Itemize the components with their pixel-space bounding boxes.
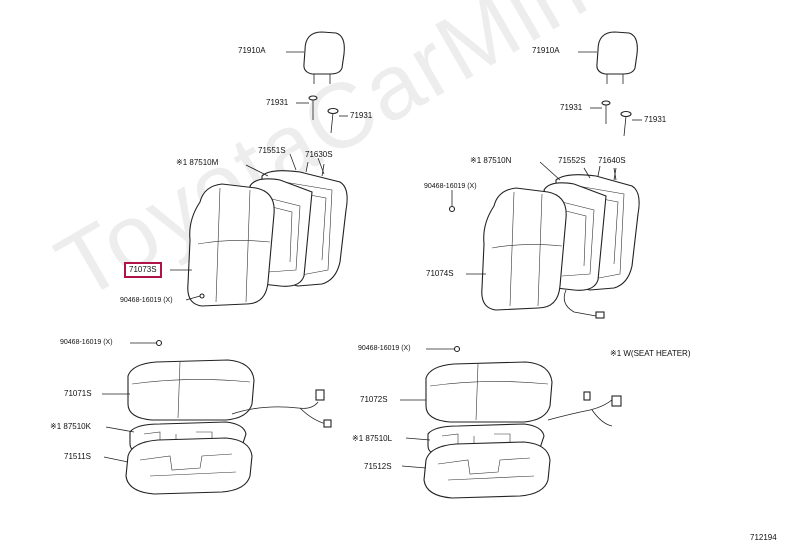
label-87510n: ※1 87510N [470, 156, 512, 165]
label-90468-right-back: 90468-16019 (X) [424, 183, 477, 190]
label-71512s: 71512S [364, 462, 392, 471]
cushion-frame-right [423, 441, 551, 499]
cushion-cover-left [127, 359, 255, 421]
cushion-harness-right [547, 391, 622, 427]
seat-heater-note: ※1 W(SEAT HEATER) [610, 349, 691, 358]
headrest-right [578, 31, 638, 84]
label-71910a-right: 71910A [532, 46, 560, 55]
headrest-left [286, 31, 345, 84]
label-71073s-highlighted[interactable]: 71073S [124, 262, 162, 278]
figure-number: 712194 [750, 533, 777, 542]
cushion-frame-left [125, 437, 253, 495]
label-71931-left-a: 71931 [266, 98, 289, 107]
label-90468-left-back: 90468-16019 (X) [120, 297, 173, 304]
label-71931-right-b: 71931 [644, 115, 667, 124]
label-71640s: 71640S [598, 156, 626, 165]
cushion-harness-left [231, 389, 332, 428]
label-87510l: ※1 87510L [352, 434, 393, 443]
label-71072s: 71072S [360, 395, 388, 404]
seatback-cover-right [481, 187, 567, 311]
label-90468-right-cushion: 90468-16019 (X) [358, 345, 411, 352]
label-71551s: 71551S [258, 146, 286, 155]
label-71074s: 71074S [426, 269, 454, 278]
label-71511s: 71511S [64, 452, 91, 461]
cushion-cover-right [425, 361, 553, 423]
label-71910a-left: 71910A [238, 46, 266, 55]
label-71552s: 71552S [558, 156, 586, 165]
label-71071s: 71071S [64, 389, 92, 398]
label-87510k: ※1 87510K [50, 422, 91, 431]
label-87510m: ※1 87510M [176, 158, 219, 167]
seatback-cover-left [187, 183, 275, 307]
label-71630s: 71630S [305, 150, 333, 159]
headrest-guides-left [296, 95, 348, 134]
label-71931-left-b: 71931 [350, 111, 373, 120]
label-71931-right-a: 71931 [560, 103, 583, 112]
label-90468-left-cushion: 90468-16019 (X) [60, 339, 113, 346]
headrest-guides-right [590, 100, 642, 137]
